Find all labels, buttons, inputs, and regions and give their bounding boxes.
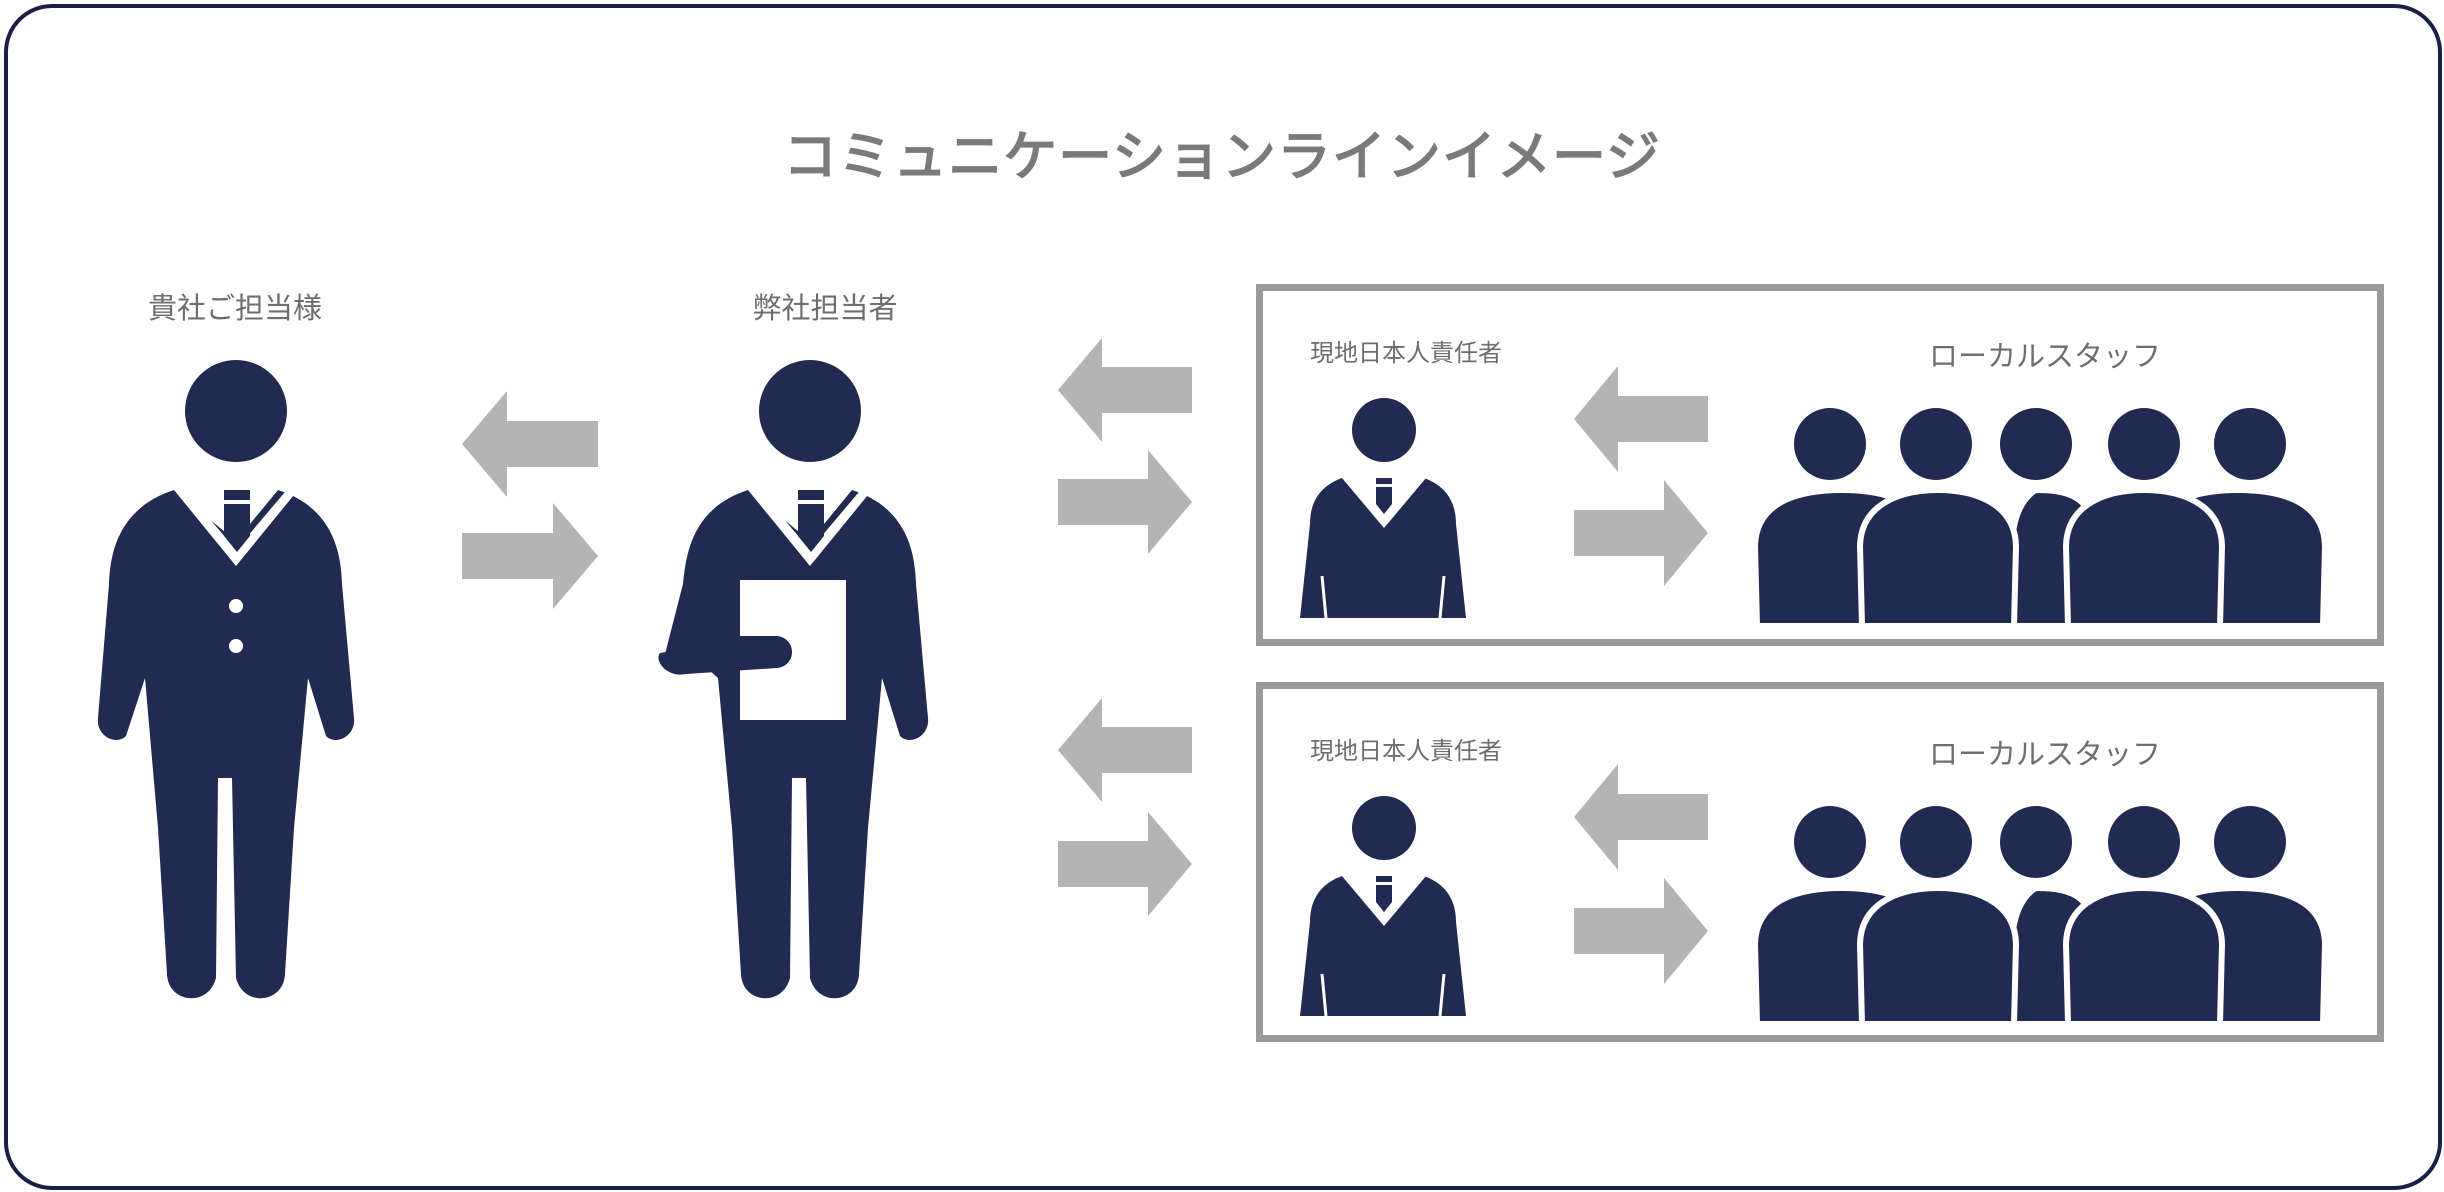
manager-label-1: 現地日本人責任者 [1310, 339, 1502, 367]
staff-label-2: ローカルスタッフ [1928, 737, 2161, 771]
left-arrow-icon [1574, 764, 1708, 870]
right-arrow-icon [1058, 450, 1192, 554]
group-box-2 [1256, 682, 2384, 1042]
right-arrow-icon [1574, 878, 1708, 984]
client-label: 貴社ご担当様 [147, 291, 322, 325]
staff-group-icon [1751, 806, 2329, 1027]
diagram-title: コミュニケーションラインイメージ [783, 125, 1661, 188]
manager-person-icon [1300, 398, 1466, 619]
staff-group-icon [1751, 408, 2329, 629]
manager-person-icon [1300, 796, 1466, 1017]
left-arrow-icon [1574, 366, 1708, 472]
staff-label-1: ローカルスタッフ [1928, 339, 2161, 373]
group-box-1 [1256, 284, 2384, 646]
client-person-icon [97, 360, 355, 999]
right-arrow-icon [1574, 480, 1708, 586]
manager-label-2: 現地日本人責任者 [1310, 737, 1502, 765]
right-arrow-icon [462, 503, 598, 609]
left-arrow-icon [1058, 338, 1192, 442]
right-arrow-icon [1058, 812, 1192, 916]
person-with-document-icon [658, 360, 929, 999]
ours-label: 弊社担当者 [752, 291, 898, 325]
left-arrow-icon [1058, 698, 1192, 802]
left-arrow-icon [462, 391, 598, 497]
